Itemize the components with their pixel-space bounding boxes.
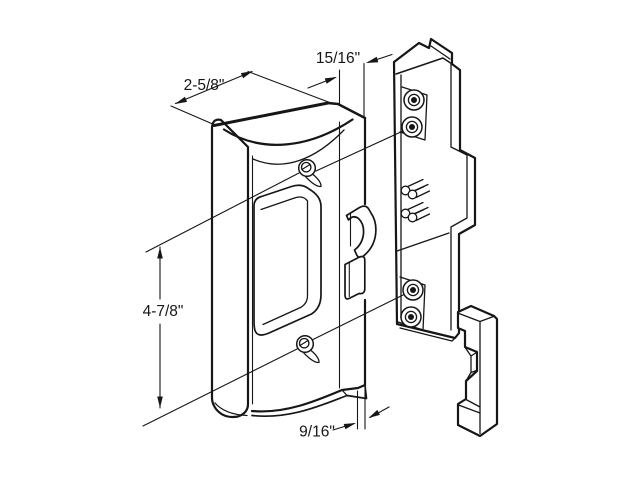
handle-body [210,101,377,419]
keeper-notch [464,347,478,382]
dimension-offset-label: 9/16" [299,424,335,441]
keeper-outline [456,304,499,438]
mounting-plate-outline [392,37,477,340]
handle-screw-hole-top [297,158,322,188]
plate-screw-boss [403,89,425,111]
dimension-offset: 9/16" [299,406,390,441]
dimension-height-label: 4-7/8" [143,303,184,320]
assembly-alignment-lines [312,130,405,341]
dimension-height: 4-7/8" [142,172,300,427]
dimension-depth: 15/16" [307,50,393,89]
keeper-bracket [456,304,499,438]
plate-screw-boss [402,279,424,301]
alignment-pegs [400,178,431,223]
handle-screw-hole-bottom [295,334,320,364]
inside-mounting-plate [392,37,477,342]
grip-pocket-inner-wall [260,196,309,326]
arrowhead [366,56,379,63]
gripper-edge-stipple [210,118,250,419]
grip-pocket [253,184,322,336]
arrowhead [324,77,337,84]
dimension-depth-label: 15/16" [316,50,360,67]
arrowhead [175,96,188,104]
arrowhead [343,423,356,430]
dimension-width-label: 2-5/8" [184,77,225,94]
handle-top-back-edge [212,101,330,127]
arrowhead [240,71,253,79]
plate-screw-boss [400,306,422,328]
dimension-width: 2-5/8" [170,70,332,126]
plate-screw-boss [401,116,423,138]
arrowhead [157,247,163,259]
arrowhead [368,409,380,418]
latch-tab [344,255,366,300]
handle-top-scoop-edge [222,118,354,146]
extension-lines [338,62,366,430]
arrowhead [157,396,163,408]
